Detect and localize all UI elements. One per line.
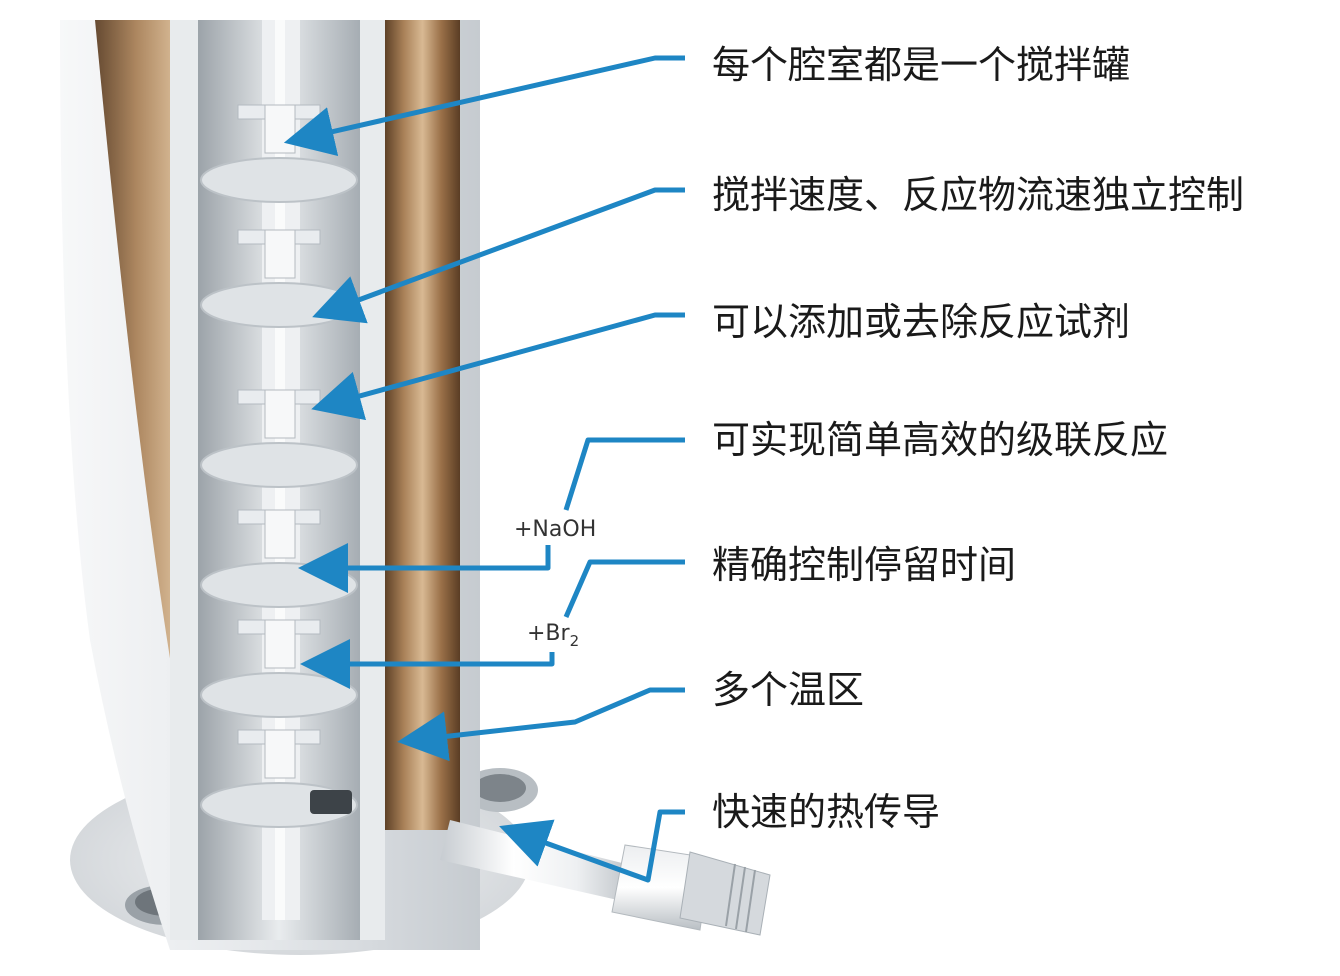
callout-cascade-reactions: 可实现简单高效的级联反应 [712,418,1168,462]
impeller-hub [264,229,296,279]
stir-bar [310,790,352,814]
callout-independent-control: 搅拌速度、反应物流速独立控制 [712,173,1244,217]
chamber-divider [200,157,358,203]
heating-coil-right [385,20,460,830]
leader-stirred-tank [283,55,685,157]
leader-heat-transfer [499,809,685,883]
chamber-divider [200,672,358,718]
leader-add-remove-reagents [311,312,685,421]
impeller-hub [264,104,296,154]
callout-temperature-zones: 多个温区 [712,668,864,712]
callout-stirred-tank: 每个腔室都是一个搅拌罐 [712,43,1130,87]
callout-add-remove-reagents: 可以添加或去除反应试剂 [712,300,1130,344]
callout-residence-time: 精确控制停留时间 [712,543,1016,587]
chamber-divider [200,282,358,328]
leader-br2 [300,639,555,689]
callout-heat-transfer: 快速的热传导 [712,790,940,834]
impeller-hub [264,509,296,559]
reagent-labels: +NaOH +Br2 [514,517,596,650]
leader-naoh [298,543,551,593]
reagent-naoh: +NaOH [514,517,596,542]
leader-temperature-zones [397,687,685,762]
leader-independent-control [312,187,685,324]
impeller-hub [264,729,296,779]
callout-leaders [283,55,685,883]
leader-cascade-reactions [563,437,685,511]
callout-labels: 每个腔室都是一个搅拌罐 搅拌速度、反应物流速独立控制 可以添加或去除反应试剂 可… [712,43,1244,834]
reagent-br2: +Br2 [527,621,579,650]
impeller-hub [264,389,296,439]
chamber-divider [200,442,358,488]
impeller-hub [264,619,296,669]
leader-residence-time [563,559,685,618]
